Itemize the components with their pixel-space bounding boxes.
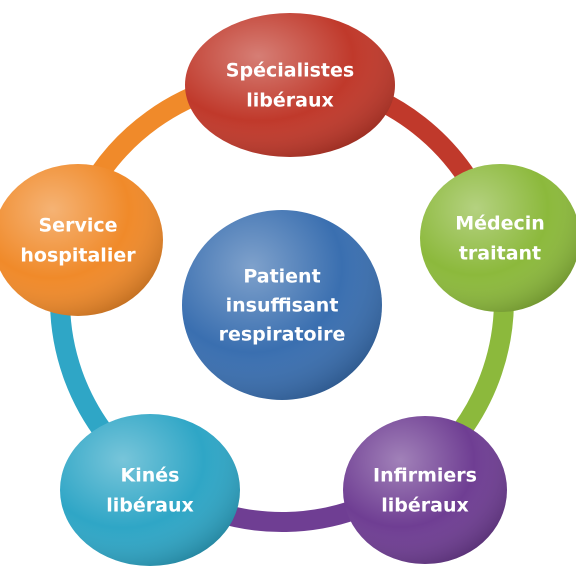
node-specialistes-label-line: Spécialistes xyxy=(226,60,354,82)
node-kines-shading xyxy=(60,414,240,566)
node-infirmiers-shading xyxy=(343,416,507,564)
node-center-label-line: respiratoire xyxy=(219,324,346,346)
node-medecin-shading xyxy=(420,164,576,312)
actor-nodes: SpécialisteslibérauxMédecintraitantInfir… xyxy=(0,13,576,566)
node-center: Patient insuffisant respiratoire xyxy=(182,210,382,400)
node-center-label-line: insuffisant xyxy=(226,295,339,317)
node-kines-label-line: libéraux xyxy=(106,495,194,517)
node-infirmiers-label-line: libéraux xyxy=(381,495,469,517)
node-kines-label-line: Kinés xyxy=(121,465,180,487)
node-service: Service hospitalier xyxy=(0,164,163,316)
node-specialistes-label-line: libéraux xyxy=(246,90,334,112)
node-infirmiers: Infirmiers libéraux xyxy=(343,416,507,564)
node-specialistes: Spécialistes libéraux xyxy=(185,13,395,157)
node-specialistes-shading xyxy=(185,13,395,157)
center-node: Patient insuffisant respiratoire xyxy=(182,210,382,400)
node-center-shading xyxy=(182,210,382,400)
node-service-label-line: Service xyxy=(39,215,118,237)
node-medecin-label-line: traitant xyxy=(459,243,541,265)
node-medecin: Médecin traitant xyxy=(420,164,576,312)
node-medecin-label-line: Médecin xyxy=(455,213,545,235)
node-service-shading xyxy=(0,164,163,316)
node-infirmiers-label-line: Infirmiers xyxy=(373,465,477,487)
node-center-label-line: Patient xyxy=(243,266,320,288)
node-service-label-line: hospitalier xyxy=(20,245,136,267)
node-kines: Kinés libéraux xyxy=(60,414,240,566)
